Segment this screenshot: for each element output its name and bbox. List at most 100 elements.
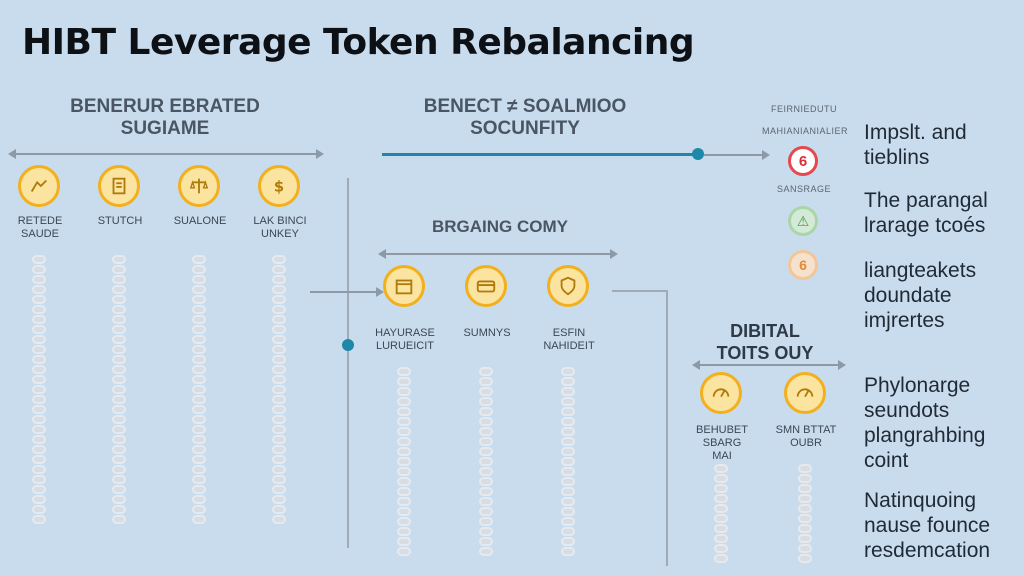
chain-decoration [30,255,48,524]
right-text-2-line1: The parangal [864,189,988,212]
scale-icon [178,165,220,207]
middle-item-label-line: SUMNYS [463,327,511,339]
right-text-5-line3: resdemcation [864,539,991,562]
digital-item-label-line: SBARG [702,437,742,449]
divider-dot [342,339,354,351]
chain-decoration [110,255,128,524]
digital-heading: DIBITAL TOITS OUY [690,320,840,364]
right-small-label-1: FEIRNIEDUTU [771,104,837,114]
connector-dot [692,148,704,160]
left-item-label-line: UNKEY [261,228,299,240]
digital-heading-line1: DIBITAL [730,321,800,341]
accent-connector-line [382,153,700,156]
elbow-connector-top [612,290,668,292]
gauge-icon [784,372,826,414]
right-text-block-3: liangteakets doundate imjrertes [864,258,976,333]
top-center-heading: BENECT ≠ SOALMIOO SOCUNFITY [390,96,660,140]
page-title: HIBT Leverage Token Rebalancing [22,22,695,63]
middle-section-divider [378,249,618,259]
digital-item-label-line: BEHUBET [696,424,748,436]
left-item-label-line: STUTCH [97,215,143,227]
left-item-label-line: SAUDE [21,228,59,240]
vertical-divider [347,178,349,548]
left-heading-line2: SUGIAME [120,118,210,139]
card-icon [465,265,507,307]
chain-decoration [395,367,413,556]
elbow-connector-vertical [666,290,668,566]
digital-item-label-line: SMN BTTAT [775,424,837,436]
middle-item-label-line: ESFIN [552,327,586,339]
left-item-label-line: SUALONE [173,215,227,227]
right-small-label-3: SANSRAGE [776,184,831,194]
right-text-1-line2: tieblins [864,146,930,169]
right-text-4-line1: Phylonarge [864,374,971,397]
left-item: STUTCH [98,165,146,524]
left-section-heading: BENERUR EBRATED SUGIAME [40,96,290,140]
right-text-5-line1: Natinquoing [864,489,977,512]
middle-item-label-line: NAHIDEIT [543,340,595,352]
left-item-label: SUALONE [160,215,240,228]
gauge-icon [700,372,742,414]
right-text-3-line2: doundate [864,284,952,307]
digital-item-label-line: OUBR [790,437,822,449]
digital-section-divider [692,360,846,370]
shield-icon [547,265,589,307]
middle-item-label-line: HAYURASE [375,327,435,339]
middle-item: SUMNYS [463,265,513,556]
right-text-4-line4: coint [864,449,909,472]
right-text-3-line3: imjrertes [864,309,945,332]
arrow-icon [18,165,60,207]
chain-decoration [559,367,577,556]
right-small-label-2: MAHIANIANIALIER [762,126,849,136]
right-text-5-line2: nause founce [864,514,991,537]
six-badge-icon: 6 [788,146,818,176]
right-text-4-line3: plangrahbing [864,424,986,447]
chain-decoration [796,464,814,563]
warning-badge-icon: ⚠ [788,206,818,236]
left-section-divider [8,149,324,159]
middle-item-label: SUMNYS [447,327,527,340]
connector-arrow [704,150,770,160]
top-center-heading-line2: SOCUNFITY [470,118,580,139]
digital-item-label-line: MAI [712,450,732,462]
right-text-block-1: Impslt. and tieblins [864,120,967,170]
svg-text:$: $ [274,179,284,196]
chain-decoration [270,255,288,524]
middle-item-label-line: LURUEICIT [375,340,435,352]
top-center-heading-line1: BENECT ≠ SOALMIOO [423,96,627,117]
left-item-label-line: LAK BINCI [253,215,307,227]
right-text-block-2: The parangal lrarage tcoés [864,188,988,238]
digital-heading-line2: TOITS OUY [716,343,814,363]
right-text-2-line2: lrarage tcoés [864,214,986,237]
right-text-3-line1: liangteakets [864,259,977,282]
left-item-label: STUTCH [80,215,160,228]
right-text-block-4: Phylonarge seundots plangrahbing coint [864,373,985,473]
right-text-block-5: Natinquoing nause founce resdemcation [864,488,990,563]
chain-decoration [477,367,495,556]
left-item: SUALONE [174,165,226,524]
six-light-badge-icon: 6 [788,250,818,280]
chain-decoration [712,464,730,563]
left-item-label-line: RETEDE [17,215,63,227]
right-text-1-line1: Impslt. and [864,121,967,144]
chain-decoration [190,255,208,524]
dollar-icon: $ [258,165,300,207]
left-heading-line1: BENERUR EBRATED [70,96,260,117]
document-icon [98,165,140,207]
middle-heading: BRGAING COMY [432,217,568,236]
